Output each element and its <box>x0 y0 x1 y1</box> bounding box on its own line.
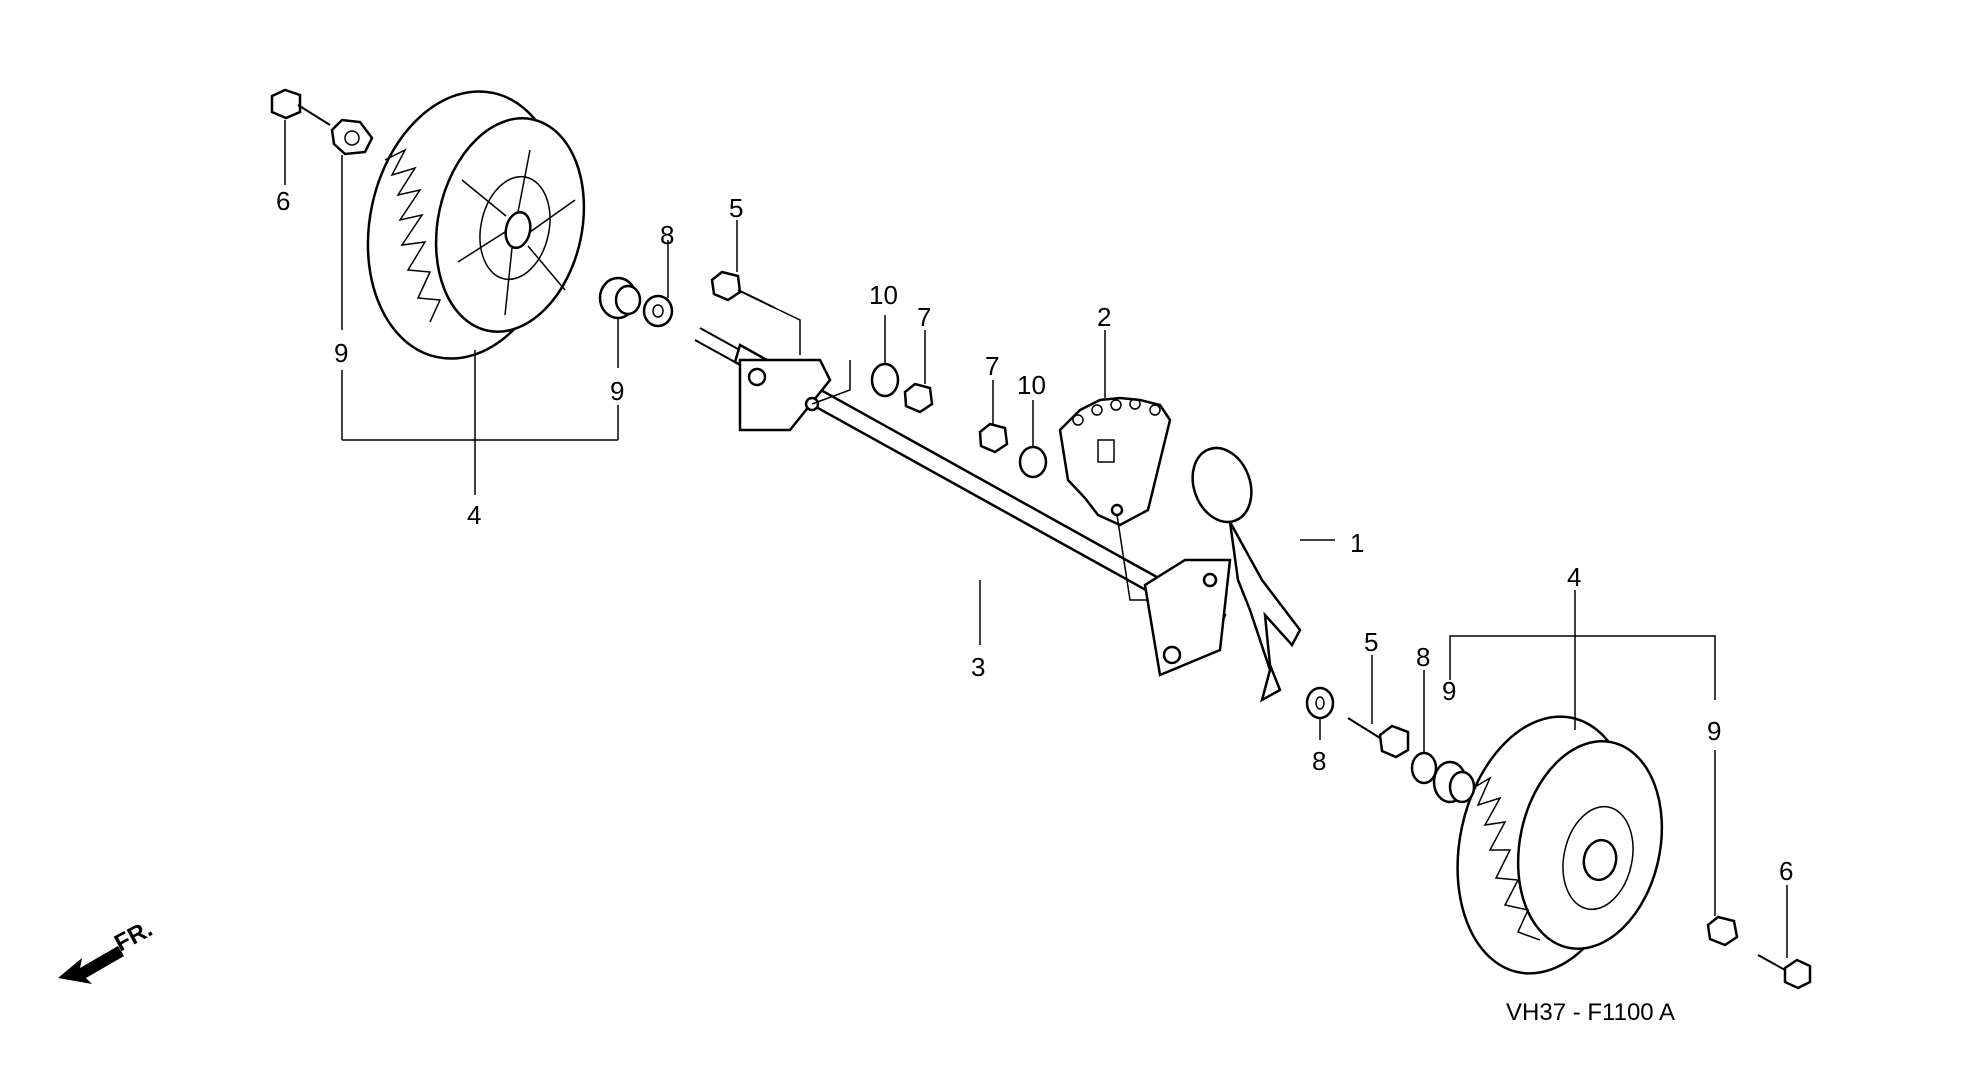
callout-9-left-b: 9 <box>610 376 624 406</box>
right-washer-8a <box>1305 686 1335 720</box>
spacer-10a <box>870 362 900 398</box>
callout-9-right-a: 9 <box>1442 676 1456 706</box>
callout-7-a: 7 <box>917 302 931 332</box>
left-washer-8 <box>642 294 674 328</box>
callout-labels: 1 2 3 4 4 5 5 6 6 7 7 8 8 8 9 9 9 9 10 1… <box>276 186 1793 886</box>
callout-9-left-a: 9 <box>334 338 348 368</box>
height-adjust-lever <box>1191 446 1302 703</box>
callout-2: 2 <box>1097 302 1111 332</box>
callout-5-left: 5 <box>729 193 743 223</box>
left-bolt-6 <box>270 88 331 126</box>
left-bolt-5 <box>710 270 776 309</box>
left-bushing-9b <box>598 276 642 320</box>
callout-7-b: 7 <box>985 351 999 381</box>
callout-3: 3 <box>971 652 985 682</box>
leader-lines <box>284 120 1788 958</box>
right-bushing-9 <box>1432 760 1476 804</box>
callout-6-right: 6 <box>1779 856 1793 886</box>
callout-4-right: 4 <box>1567 562 1581 592</box>
diagram-code: VH37 - F1100 A <box>1506 999 1675 1026</box>
left-nut-9a <box>330 118 374 156</box>
callout-5-right: 5 <box>1364 627 1378 657</box>
axle-shaft <box>694 327 1232 677</box>
callout-8-right: 8 <box>1416 642 1430 672</box>
nut-7b <box>978 422 1009 454</box>
right-bolt-5 <box>1347 717 1410 759</box>
height-adjust-plate <box>1058 396 1172 527</box>
spacer-10b <box>1018 445 1048 479</box>
callout-10-a: 10 <box>869 280 898 310</box>
callout-8-mid: 8 <box>1312 746 1326 776</box>
callout-8-left: 8 <box>660 220 674 250</box>
callout-9-right-b: 9 <box>1707 716 1721 746</box>
callout-6-left: 6 <box>276 186 290 216</box>
front-direction-indicator: FR. <box>58 915 157 984</box>
right-bolt-6 <box>1757 954 1812 990</box>
callout-1: 1 <box>1350 528 1364 558</box>
callout-4-left: 4 <box>467 500 481 530</box>
nut-7a <box>903 382 934 414</box>
right-wheel <box>1456 715 1664 975</box>
right-nut-9 <box>1706 915 1739 947</box>
left-wheel <box>366 90 586 360</box>
right-washer-8b <box>1410 751 1438 785</box>
callout-10-b: 10 <box>1017 370 1046 400</box>
